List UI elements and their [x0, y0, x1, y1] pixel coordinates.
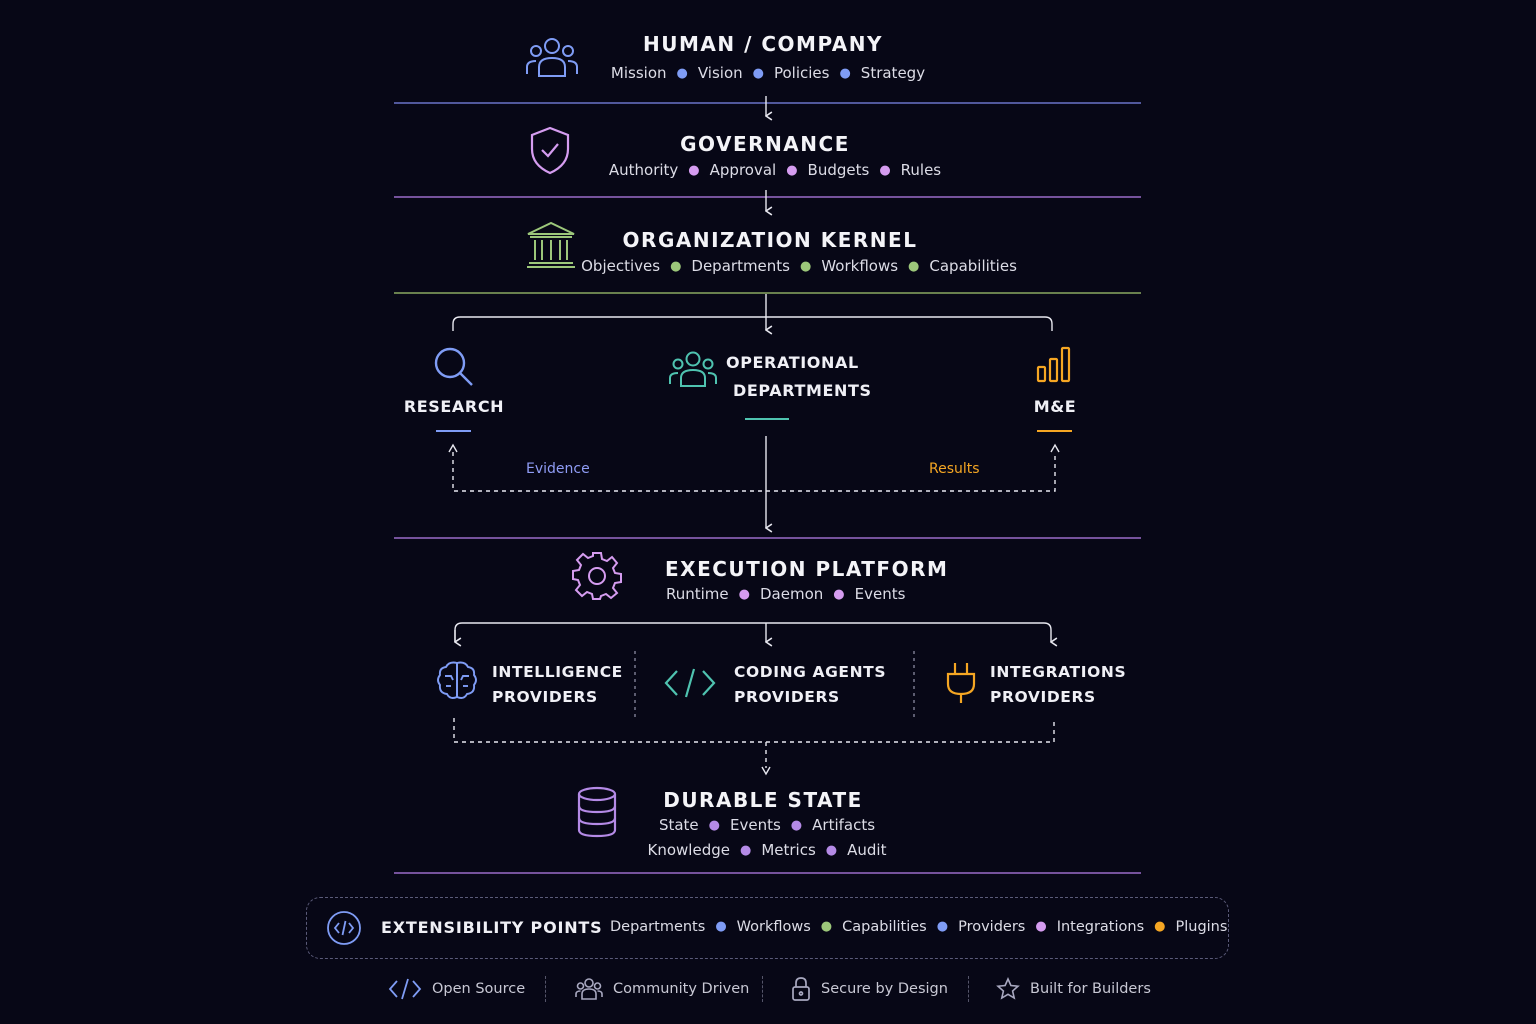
durable-items-row1: State●Events●Artifacts	[658, 816, 876, 834]
extensibility-item: Providers	[958, 919, 1026, 935]
governance-item: Approval	[709, 161, 777, 179]
execution-items: Runtime●Daemon●Events	[666, 585, 906, 603]
durable-item: Events	[730, 816, 781, 834]
execution-item: Daemon	[760, 585, 824, 603]
code-icon	[388, 978, 422, 1000]
human-items: Mission●Vision●Policies●Strategy	[610, 64, 926, 82]
human-item: Policies	[773, 64, 830, 82]
star-icon	[996, 977, 1020, 1000]
arrowhead-research	[448, 443, 458, 453]
kernel-item: Departments	[691, 257, 790, 275]
durable-item: Metrics	[761, 841, 816, 859]
execution-title: EXECUTION PLATFORM	[665, 557, 949, 581]
durable-item: Knowledge	[647, 841, 730, 859]
governance-title: GOVERNANCE	[680, 132, 850, 156]
footer-divider	[545, 976, 546, 1002]
extensibility-title: EXTENSIBILITY POINTS	[381, 918, 603, 937]
human-item: Vision	[697, 64, 743, 82]
footer-divider	[762, 976, 763, 1002]
code-icon	[664, 668, 716, 698]
footer-label: Secure by Design	[821, 981, 948, 997]
execution-item: Events	[854, 585, 906, 603]
bar-chart-icon	[1036, 346, 1071, 383]
footer-label: Community Driven	[613, 981, 750, 997]
branch-departments	[452, 316, 1053, 331]
provider-integrations: INTEGRATIONS PROVIDERS	[990, 660, 1126, 710]
team-icon	[669, 351, 717, 387]
operational-label-line2: DEPARTMENTS	[733, 381, 872, 400]
results-label: Results	[929, 461, 980, 477]
durable-item: Artifacts	[812, 816, 876, 834]
provider-intelligence-line2: PROVIDERS	[492, 688, 598, 706]
provider-intelligence-line1: INTELLIGENCE	[492, 663, 623, 681]
provider-integrations-line2: PROVIDERS	[990, 688, 1096, 706]
provider-coding-line2: PROVIDERS	[734, 688, 840, 706]
kernel-item: Workflows	[821, 257, 899, 275]
people-icon	[526, 38, 578, 77]
footer-label: Built for Builders	[1030, 981, 1151, 997]
gear-icon	[572, 552, 622, 600]
durable-items-row2: Knowledge●Metrics●Audit	[647, 841, 887, 859]
durable-item: State	[658, 816, 699, 834]
extensibility-item: Plugins	[1175, 919, 1228, 935]
database-icon	[577, 786, 617, 838]
extensibility-item: Integrations	[1056, 919, 1145, 935]
brain-icon	[437, 661, 477, 699]
governance-item: Budgets	[807, 161, 870, 179]
feedback-loop	[452, 452, 1056, 492]
operational-label-line1: OPERATIONAL	[726, 353, 859, 372]
extensibility-item: Departments	[610, 919, 706, 935]
provider-coding-line1: CODING AGENTS	[734, 663, 887, 681]
provider-integrations-line1: INTEGRATIONS	[990, 663, 1127, 681]
provider-coding: CODING AGENTS PROVIDERS	[734, 660, 886, 710]
branch-providers	[454, 622, 1051, 642]
extensibility-panel	[306, 897, 1229, 959]
institution-icon	[527, 221, 575, 268]
kernel-title: ORGANIZATION KERNEL	[622, 228, 918, 252]
kernel-item: Capabilities	[929, 257, 1017, 275]
extensibility-item: Workflows	[736, 919, 811, 935]
governance-items: Authority●Approval●Budgets●Rules	[608, 161, 942, 179]
code-circle-icon	[327, 911, 361, 945]
execution-item: Runtime	[666, 585, 729, 603]
human-item: Mission	[610, 64, 667, 82]
human-title: HUMAN / COMPANY	[643, 32, 883, 56]
evidence-label: Evidence	[526, 461, 590, 477]
research-label: RESEARCH	[403, 397, 505, 416]
providers-join	[453, 718, 1055, 743]
shield-check-icon	[530, 126, 570, 175]
search-icon	[434, 347, 473, 386]
footer-secure: Secure by Design	[791, 976, 948, 1002]
human-item: Strategy	[860, 64, 926, 82]
people-icon	[575, 978, 603, 1000]
footer-open-source: Open Source	[388, 977, 525, 1001]
footer-builders: Built for Builders	[996, 977, 1151, 1001]
extensibility-items: Departments●Workflows●Capabilities●Provi…	[610, 919, 1228, 935]
extensibility-item: Capabilities	[842, 919, 927, 935]
footer-community: Community Driven	[575, 977, 749, 1001]
me-label: M&E	[1033, 397, 1077, 416]
durable-item: Audit	[847, 841, 887, 859]
arrowhead-durable	[761, 766, 771, 776]
footer-label: Open Source	[432, 981, 526, 997]
kernel-item: Objectives	[581, 257, 661, 275]
governance-item: Authority	[608, 161, 679, 179]
durable-title: DURABLE STATE	[663, 788, 863, 812]
provider-intelligence: INTELLIGENCE PROVIDERS	[492, 660, 623, 710]
kernel-items: Objectives●Departments●Workflows●Capabil…	[581, 257, 1017, 275]
arrowhead-me	[1050, 443, 1060, 453]
lock-icon	[792, 977, 810, 1001]
footer-divider	[968, 976, 969, 1002]
governance-item: Rules	[900, 161, 942, 179]
plug-icon	[946, 663, 976, 703]
